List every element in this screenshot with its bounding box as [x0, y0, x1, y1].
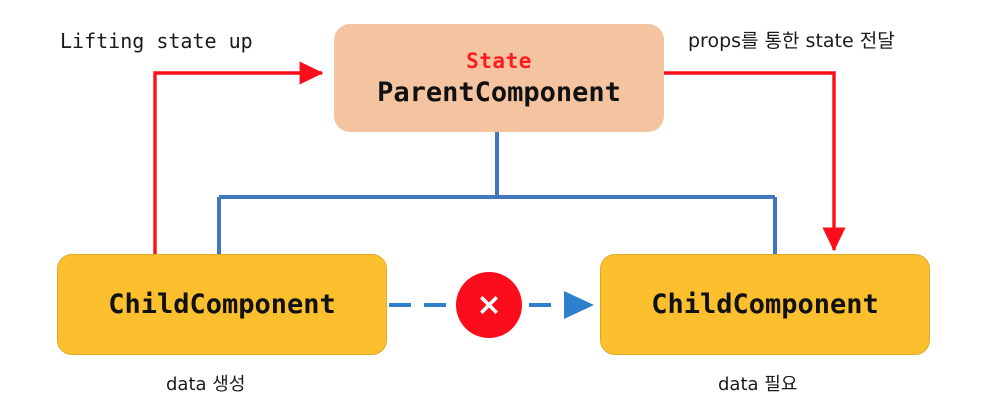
- caption-lifting-state-up: Lifting state up: [60, 29, 253, 53]
- child-right-title: ChildComponent: [651, 289, 879, 320]
- node-child-component-left[interactable]: ChildComponent: [57, 254, 387, 355]
- parent-title: ParentComponent: [377, 76, 621, 108]
- node-parent-component[interactable]: State ParentComponent: [334, 24, 664, 132]
- x-mark-icon: [480, 296, 498, 314]
- child-left-title: ChildComponent: [108, 289, 336, 320]
- node-child-component-right[interactable]: ChildComponent: [600, 254, 930, 355]
- edge-lifting-state-up: [153, 61, 324, 258]
- edge-parent-to-children: [217, 132, 777, 256]
- caption-child-right-data: data 필요: [718, 374, 798, 395]
- blocked-badge: [456, 272, 522, 338]
- caption-props-down: props를 통한 state 전달: [688, 30, 895, 52]
- edge-props-down: [664, 71, 846, 252]
- caption-child-left-data: data 생성: [166, 374, 246, 395]
- parent-state-label: State: [466, 48, 532, 73]
